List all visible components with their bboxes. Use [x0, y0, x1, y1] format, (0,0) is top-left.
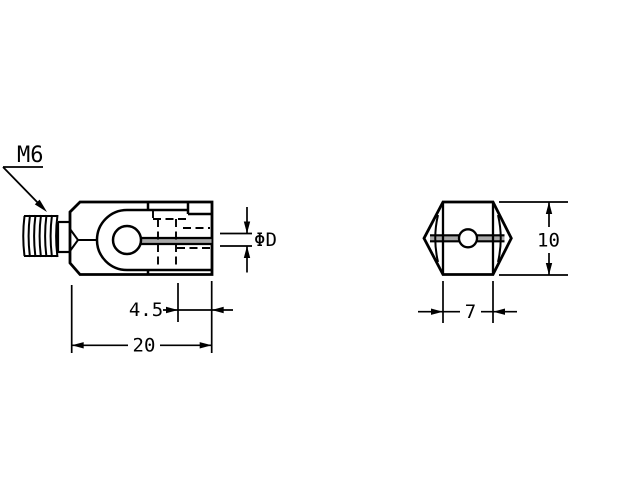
body-length-label: 20 [133, 335, 156, 357]
dim-hex-height: 10 [499, 201, 568, 276]
thread-callout: M6 [2, 143, 47, 212]
hole-diameter-label: ΦD [254, 229, 277, 251]
side-view [22, 200, 214, 276]
dim-body-length: 20 [70, 285, 212, 357]
slot-outline [95, 202, 212, 275]
dim-slit-offset: 4.5 [129, 281, 233, 353]
slit-offset-label: 4.5 [129, 299, 163, 321]
end-view [422, 200, 513, 276]
body-outline [68, 200, 214, 276]
hidden-lines [152, 210, 210, 270]
thread-neck [56, 220, 70, 254]
thread-stud [22, 214, 59, 258]
dim-hex-width: 7 [418, 281, 517, 323]
hex-width-label: 7 [465, 301, 476, 323]
wire-slit [138, 236, 212, 246]
leader-arrowhead [34, 199, 47, 212]
thread-label: M6 [17, 143, 44, 168]
left-face-chamfer [69, 228, 97, 252]
dim-hole-diameter: ΦD [220, 207, 277, 273]
hex-chamfer-arcs [434, 214, 502, 263]
hex-vertex-lines [441, 202, 495, 275]
cross-hole [111, 224, 143, 256]
end-view-hole [457, 228, 479, 249]
hex-height-label: 10 [537, 230, 560, 252]
